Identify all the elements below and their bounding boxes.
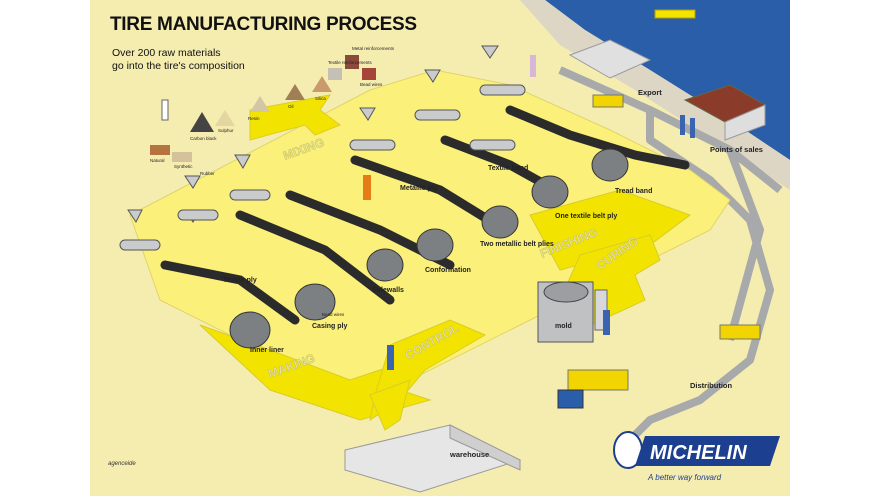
raw-label-silica: Silica: [315, 96, 326, 101]
pile-oil: [285, 84, 305, 100]
customer-1: [680, 115, 685, 135]
page-title: TIRE MANUFACTURING PROCESS: [110, 14, 417, 35]
step-label-textile-ply: Textile ply: [223, 277, 257, 284]
subtitle-line-1: Over 200 raw materials: [112, 47, 221, 59]
brand-tagline: A better way forward: [647, 473, 722, 482]
hopper-6: [424, 69, 441, 83]
sea: [545, 0, 790, 160]
mixers: [119, 45, 526, 251]
roller-1: [119, 239, 161, 251]
curing-press: [537, 281, 608, 343]
pile-resin: [250, 96, 270, 112]
distribution-truck-1: [719, 324, 761, 340]
roller-2: [177, 209, 219, 221]
step-label-sidewalls: Sidewalls: [372, 287, 404, 294]
label-warehouse: warehouse: [449, 450, 489, 459]
roller-3: [229, 189, 271, 201]
drum-inner-liner: [229, 311, 271, 349]
worker-top: [530, 55, 536, 77]
page-subtitle: Over 200 raw materials go into the tire'…: [112, 47, 282, 73]
roller-5: [414, 109, 461, 121]
roller-6: [479, 84, 526, 96]
hopper-7: [481, 45, 499, 59]
raw-label-synthetic: Synthetic: [174, 164, 193, 169]
step-label-mold: mold: [555, 323, 572, 330]
pile-natural-rubber: [150, 145, 170, 155]
step-label-two-metallic-belt-plies: Two metallic belt plies: [480, 241, 554, 248]
agency-credit: agenceide: [108, 461, 136, 467]
raw-label-oil: Oil: [288, 104, 294, 109]
raw-label-metal: Metal reinforcements: [352, 46, 395, 51]
worker-lab: [161, 99, 169, 121]
raw-material-piles: [150, 55, 376, 162]
label-distribution: Distribution: [690, 381, 732, 390]
hopper-5: [359, 107, 376, 121]
raw-label-textile: Textile reinforcements: [328, 60, 373, 65]
label-export: Export: [638, 88, 662, 97]
drum-casing-ply: [294, 283, 336, 321]
worker-mixing: [363, 175, 371, 200]
drum-textile-belt: [531, 175, 569, 209]
customer-2: [690, 118, 695, 138]
pile-silica: [312, 76, 332, 92]
drum-metallic-belts: [481, 205, 519, 239]
worker-control: [387, 345, 394, 370]
distribution-truck-2: [567, 369, 629, 391]
pile-metal: [345, 55, 359, 69]
raw-label-natural: Natural: [150, 158, 165, 163]
drum-conformation: [416, 228, 454, 262]
hopper-1: [127, 209, 143, 223]
diagram-poster: MIXING MAKING FINISHING CURING CONTROL M…: [90, 0, 790, 496]
michelin-logo: MICHELIN A better way forward: [613, 431, 780, 482]
raw-label-resin: Resin: [248, 116, 260, 121]
arrow-finishing: [529, 189, 692, 271]
drum-sidewalls: [366, 248, 404, 282]
step-label-casing-ply: Casing ply: [312, 323, 348, 330]
step-label-one-textile-belt-ply: One textile belt ply: [555, 213, 617, 220]
subtitle-line-2: go into the tire's composition: [112, 60, 245, 72]
hopper-4: [184, 175, 201, 189]
drum-tread-band: [591, 148, 629, 182]
workers: [161, 55, 695, 370]
worker-curing: [603, 310, 610, 335]
roller-4: [349, 139, 396, 151]
brand-name: MICHELIN: [650, 442, 747, 464]
step-label-metallic-ply: Metallic ply: [400, 185, 438, 192]
logo-banner: [635, 436, 780, 466]
export-building: [568, 9, 767, 141]
pile-textile: [328, 68, 342, 80]
pile-carbon-black: [190, 112, 214, 132]
diagram-canvas: MIXING MAKING FINISHING CURING CONTROL M…: [90, 0, 790, 496]
pile-synthetic-rubber: [172, 152, 192, 162]
pile-bead-wires: [362, 68, 376, 80]
warehouse-building: [344, 424, 522, 493]
step-label-tread-band: Tread band: [615, 188, 652, 195]
label-points-of-sales: Points of sales: [710, 145, 763, 154]
raw-label-rubber: Rubber: [200, 171, 215, 176]
arrow-raw-materials: [249, 94, 342, 141]
step-label-textile-band: Textile band: [488, 165, 528, 172]
ship: [654, 9, 696, 19]
trucks: [557, 94, 761, 409]
truck-cab: [557, 389, 584, 409]
raw-label-carbon-black: Carbon black: [190, 136, 217, 141]
arrow-to-warehouse: [369, 379, 411, 431]
step-label-inner-liner: Inner liner: [250, 347, 284, 354]
roller-7: [469, 139, 516, 151]
drums: [229, 148, 629, 349]
raw-label-sulphur: Sulphur: [218, 128, 234, 133]
step-label-bead-wires: Bead wires: [322, 312, 345, 317]
hopper-3: [234, 154, 251, 170]
step-label-conformation: Conformation: [425, 267, 471, 274]
raw-label-bead-wires: Bead wires: [360, 82, 383, 87]
pile-sulphur: [215, 110, 235, 126]
